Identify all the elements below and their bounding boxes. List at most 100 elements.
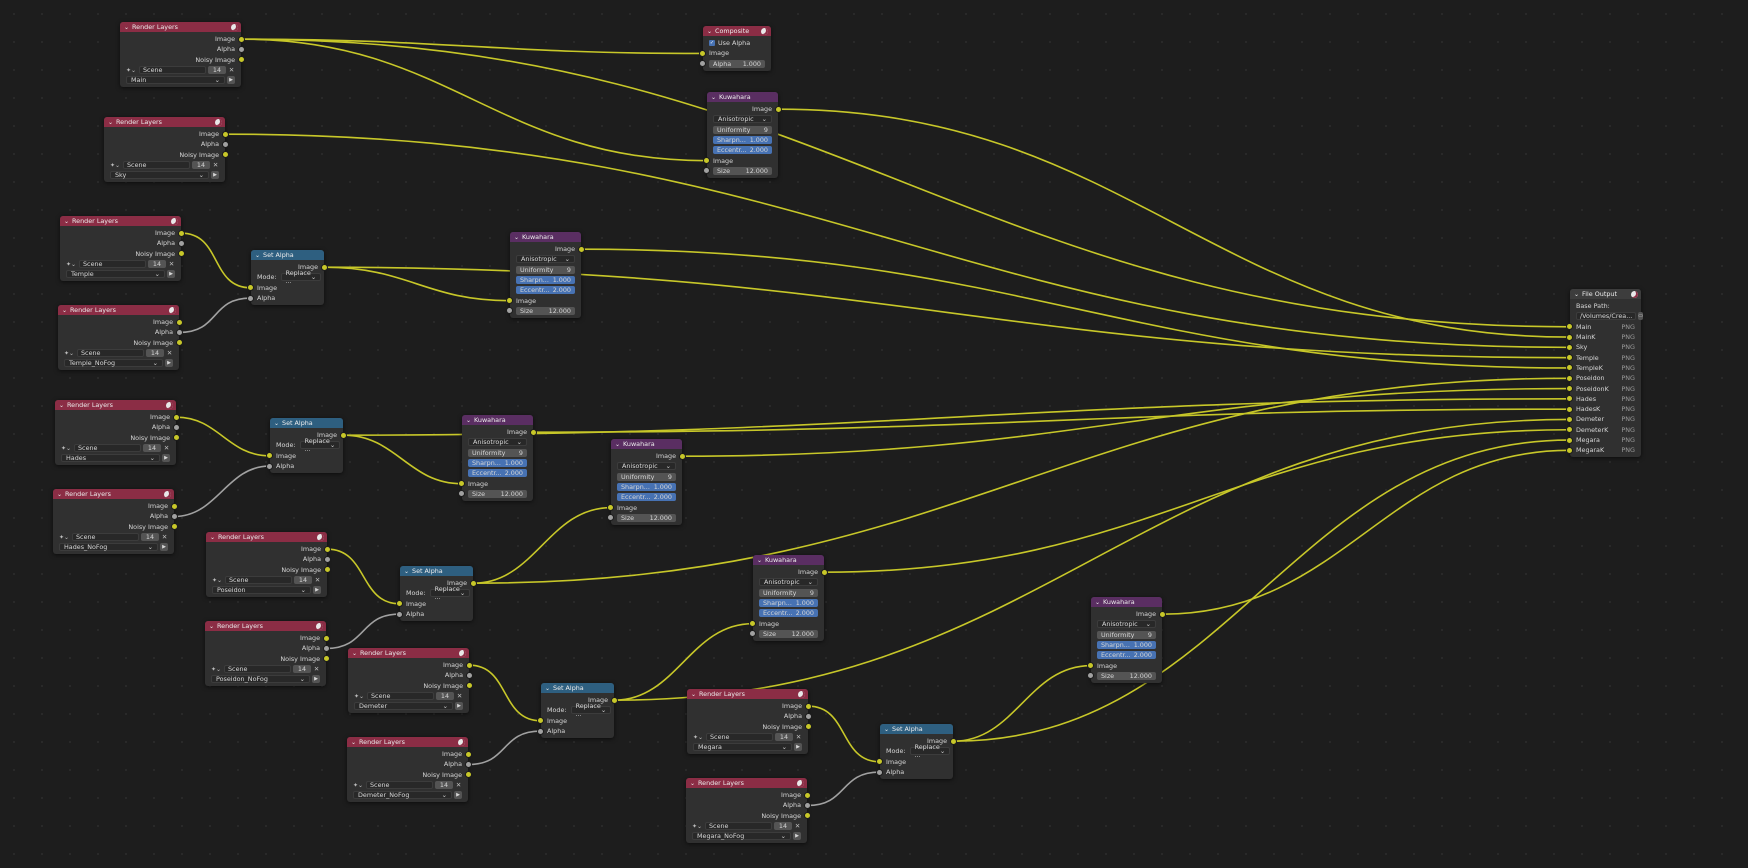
layer-dropdown[interactable]: Poseidon⌄: [212, 586, 311, 595]
output-socket[interactable]: [466, 682, 473, 690]
node-header[interactable]: ⌄Render Layers: [347, 737, 468, 747]
input-socket[interactable]: [266, 452, 273, 460]
scene-user-count[interactable]: 14: [146, 349, 164, 358]
layer-dropdown[interactable]: Megara_NoFog⌄: [692, 832, 791, 841]
input-socket[interactable]: [1566, 374, 1573, 382]
node-link[interactable]: [469, 664, 541, 722]
node-link[interactable]: [682, 387, 1570, 457]
node-header[interactable]: ⌄Render Layers: [205, 621, 326, 631]
mode-dropdown[interactable]: Replace ...⌄: [299, 437, 341, 453]
node-header[interactable]: ⌄Kuwahara: [753, 555, 824, 565]
input-socket[interactable]: [247, 294, 254, 302]
base-path-field[interactable]: /Volumes/Crea...: [1576, 312, 1637, 321]
output-socket[interactable]: [238, 45, 245, 53]
globe-icon[interactable]: [316, 622, 323, 630]
chevron-down-icon[interactable]: ⌄: [545, 684, 551, 692]
input-socket[interactable]: [607, 504, 614, 512]
node-link[interactable]: [533, 408, 1570, 433]
node-header[interactable]: ⌄Set Alpha: [400, 566, 473, 576]
input-socket[interactable]: [703, 167, 710, 175]
input-socket[interactable]: [749, 620, 756, 628]
render-layer-icon[interactable]: ▶: [160, 543, 168, 552]
chevron-down-icon[interactable]: ⌄: [210, 533, 216, 541]
output-socket[interactable]: [238, 35, 245, 43]
input-socket[interactable]: [1566, 333, 1573, 341]
scene-user-count[interactable]: 14: [293, 665, 311, 674]
layer-dropdown[interactable]: Temple⌄: [66, 270, 165, 279]
scene-name-field[interactable]: Scene: [224, 665, 291, 674]
output-socket[interactable]: [821, 568, 828, 576]
scene-user-count[interactable]: 14: [294, 576, 312, 585]
node-header[interactable]: ⌄Composite: [703, 26, 771, 36]
node-header[interactable]: ⌄Kuwahara: [510, 232, 581, 242]
scene-icon[interactable]: ✦⌄: [692, 822, 703, 830]
mode-dropdown[interactable]: Replace ...⌄: [429, 585, 471, 601]
input-socket[interactable]: [396, 600, 403, 608]
chevron-down-icon[interactable]: ⌄: [514, 233, 520, 241]
input-socket[interactable]: [703, 157, 710, 165]
output-socket[interactable]: [173, 434, 180, 442]
eccentricity-field[interactable]: Eccentr...2.000: [1097, 651, 1156, 660]
input-socket[interactable]: [1566, 395, 1573, 403]
scene-icon[interactable]: ✦⌄: [61, 444, 72, 452]
output-socket[interactable]: [465, 750, 472, 758]
node-link[interactable]: [614, 418, 1570, 701]
input-socket[interactable]: [1566, 446, 1573, 454]
chevron-down-icon[interactable]: ⌄: [690, 779, 696, 787]
variation-dropdown[interactable]: Anisotropic⌄: [759, 578, 818, 587]
node-link[interactable]: [343, 398, 1570, 436]
globe-icon[interactable]: [761, 27, 768, 35]
chevron-down-icon[interactable]: ⌄: [711, 93, 717, 101]
input-socket[interactable]: [1566, 415, 1573, 423]
scene-name-field[interactable]: Scene: [139, 66, 206, 75]
mode-dropdown[interactable]: Replace ...⌄: [280, 269, 322, 285]
output-socket[interactable]: [323, 644, 330, 652]
node-link[interactable]: [324, 266, 510, 302]
node-link[interactable]: [241, 38, 1570, 328]
chevron-down-icon[interactable]: ⌄: [64, 217, 70, 225]
output-socket[interactable]: [530, 428, 537, 436]
node-link[interactable]: [473, 377, 1570, 584]
output-socket[interactable]: [222, 151, 229, 159]
output-socket[interactable]: [466, 661, 473, 669]
output-socket[interactable]: [804, 812, 811, 820]
scene-name-field[interactable]: Scene: [123, 161, 190, 170]
output-socket[interactable]: [950, 737, 957, 745]
node-header[interactable]: ⌄Set Alpha: [270, 418, 343, 428]
scene-name-field[interactable]: Scene: [79, 260, 146, 269]
sharpness-field[interactable]: Sharpn...1.000: [617, 483, 676, 492]
output-socket[interactable]: [470, 579, 477, 587]
scene-user-count[interactable]: 14: [436, 692, 454, 701]
output-socket[interactable]: [321, 263, 328, 271]
node-header[interactable]: ⌄Render Layers: [104, 117, 225, 127]
output-socket[interactable]: [171, 512, 178, 520]
variation-dropdown[interactable]: Anisotropic⌄: [468, 438, 527, 447]
node-link[interactable]: [241, 38, 703, 55]
node-header[interactable]: ⌄Set Alpha: [541, 683, 614, 693]
eccentricity-field[interactable]: Eccentr...2.000: [516, 286, 575, 295]
node-link[interactable]: [343, 434, 462, 485]
chevron-down-icon[interactable]: ⌄: [884, 725, 890, 733]
scene-user-count[interactable]: 14: [148, 260, 166, 269]
mode-dropdown[interactable]: Replace ...⌄: [909, 743, 951, 759]
input-socket[interactable]: [699, 60, 706, 68]
globe-icon[interactable]: [169, 306, 176, 314]
node-link[interactable]: [225, 133, 1570, 349]
close-icon[interactable]: ✕: [166, 349, 173, 358]
layer-dropdown[interactable]: Main⌄: [126, 76, 225, 85]
layer-dropdown[interactable]: Megara⌄: [693, 743, 792, 752]
sharpness-field[interactable]: Sharpn...1.000: [516, 276, 575, 285]
close-icon[interactable]: ✕: [794, 822, 801, 831]
